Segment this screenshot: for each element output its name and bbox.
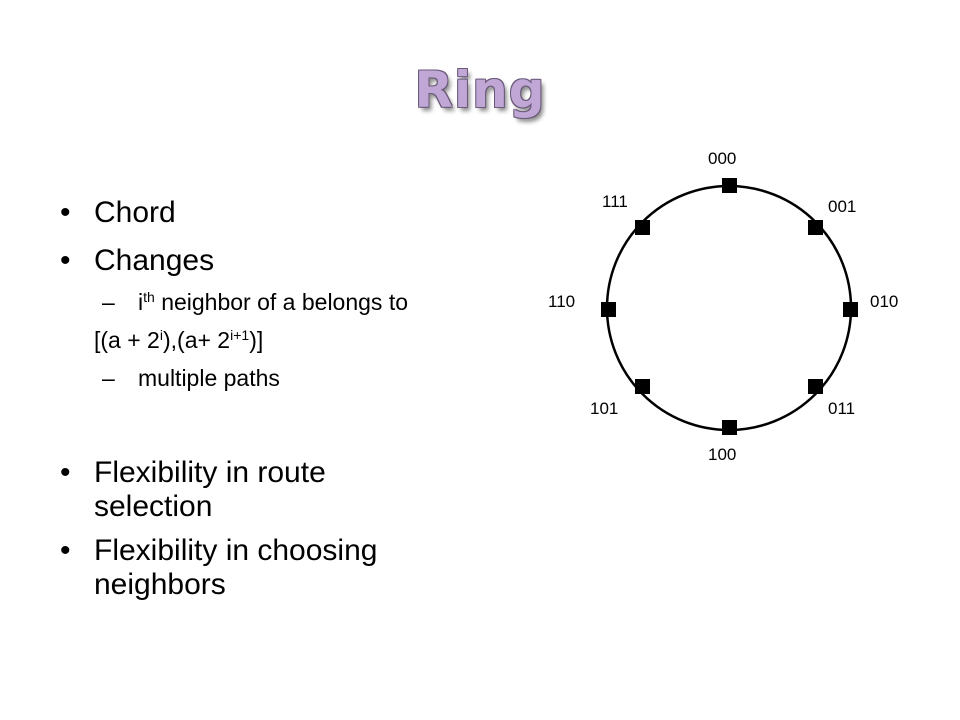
- ring-node-111: [635, 220, 650, 235]
- bullet-dot: •: [60, 534, 71, 567]
- bullet-changes-text: Changes: [94, 244, 215, 277]
- range-open: [(a + 2: [94, 327, 160, 353]
- bullet-dot: •: [60, 456, 71, 489]
- flex-route-line2: selection: [94, 490, 213, 523]
- bullet-chord-text: Chord: [94, 196, 176, 229]
- ring-node-010: [843, 302, 858, 317]
- ring-label-010: 010: [870, 292, 898, 311]
- neighbor-th: th: [143, 289, 155, 305]
- range-close: )]: [249, 327, 264, 353]
- ring-label-100: 100: [708, 445, 736, 464]
- slide-title: Ring: [414, 61, 546, 119]
- range-mid: ),(a+ 2: [162, 327, 231, 353]
- ring-node-100: [722, 420, 737, 435]
- neighbor-i: i: [138, 289, 144, 315]
- bullet-dot: •: [60, 244, 71, 277]
- ring-label-111: 111: [602, 192, 628, 211]
- range-sup-i-plus-1: i+1: [230, 327, 250, 343]
- ring-label-011: 011: [828, 399, 855, 418]
- neighbor-rest: neighbor of a belongs to: [154, 289, 409, 315]
- ring-node-101: [635, 379, 650, 394]
- ring-node-110: [601, 302, 616, 317]
- bullet-flex-neighbors: • Flexibility in choosing neighbors: [58, 534, 538, 602]
- multiple-paths-text: multiple paths: [138, 365, 280, 391]
- ring-node-001: [808, 220, 823, 235]
- ring-label-000: 000: [708, 149, 736, 168]
- sub-bullet-range: [(a + 2i),(a+ 2i+1)]: [58, 322, 538, 358]
- flex-neighbors-line1: Flexibility in choosing: [94, 534, 378, 567]
- range-sup-i: i: [159, 327, 163, 343]
- flex-route-line1: Flexibility in route: [94, 456, 326, 489]
- ring-label-110: 110: [548, 292, 575, 311]
- bullet-dot: •: [60, 196, 71, 229]
- bullet-changes: • Changes: [58, 244, 538, 278]
- ring-node-000: [722, 178, 737, 193]
- ring-node-011: [808, 379, 823, 394]
- ring-diagram: 000 001 010 011 100 101 110 111: [548, 149, 898, 464]
- sub-bullet-dash: –: [102, 289, 115, 315]
- bullet-chord: • Chord: [58, 196, 538, 230]
- bullet-list: • Chord • Changes – ith neighbor of a be…: [58, 196, 538, 602]
- bullet-flex-route: • Flexibility in route selection: [58, 456, 538, 524]
- flex-neighbors-line2: neighbors: [94, 568, 226, 601]
- ring-label-101: 101: [590, 399, 618, 418]
- sub-bullet-dash: –: [102, 365, 115, 391]
- sub-bullet-multiple-paths: – multiple paths: [58, 358, 538, 398]
- ring-label-001: 001: [828, 197, 856, 216]
- sub-bullet-neighbor: – ith neighbor of a belongs to: [58, 282, 538, 322]
